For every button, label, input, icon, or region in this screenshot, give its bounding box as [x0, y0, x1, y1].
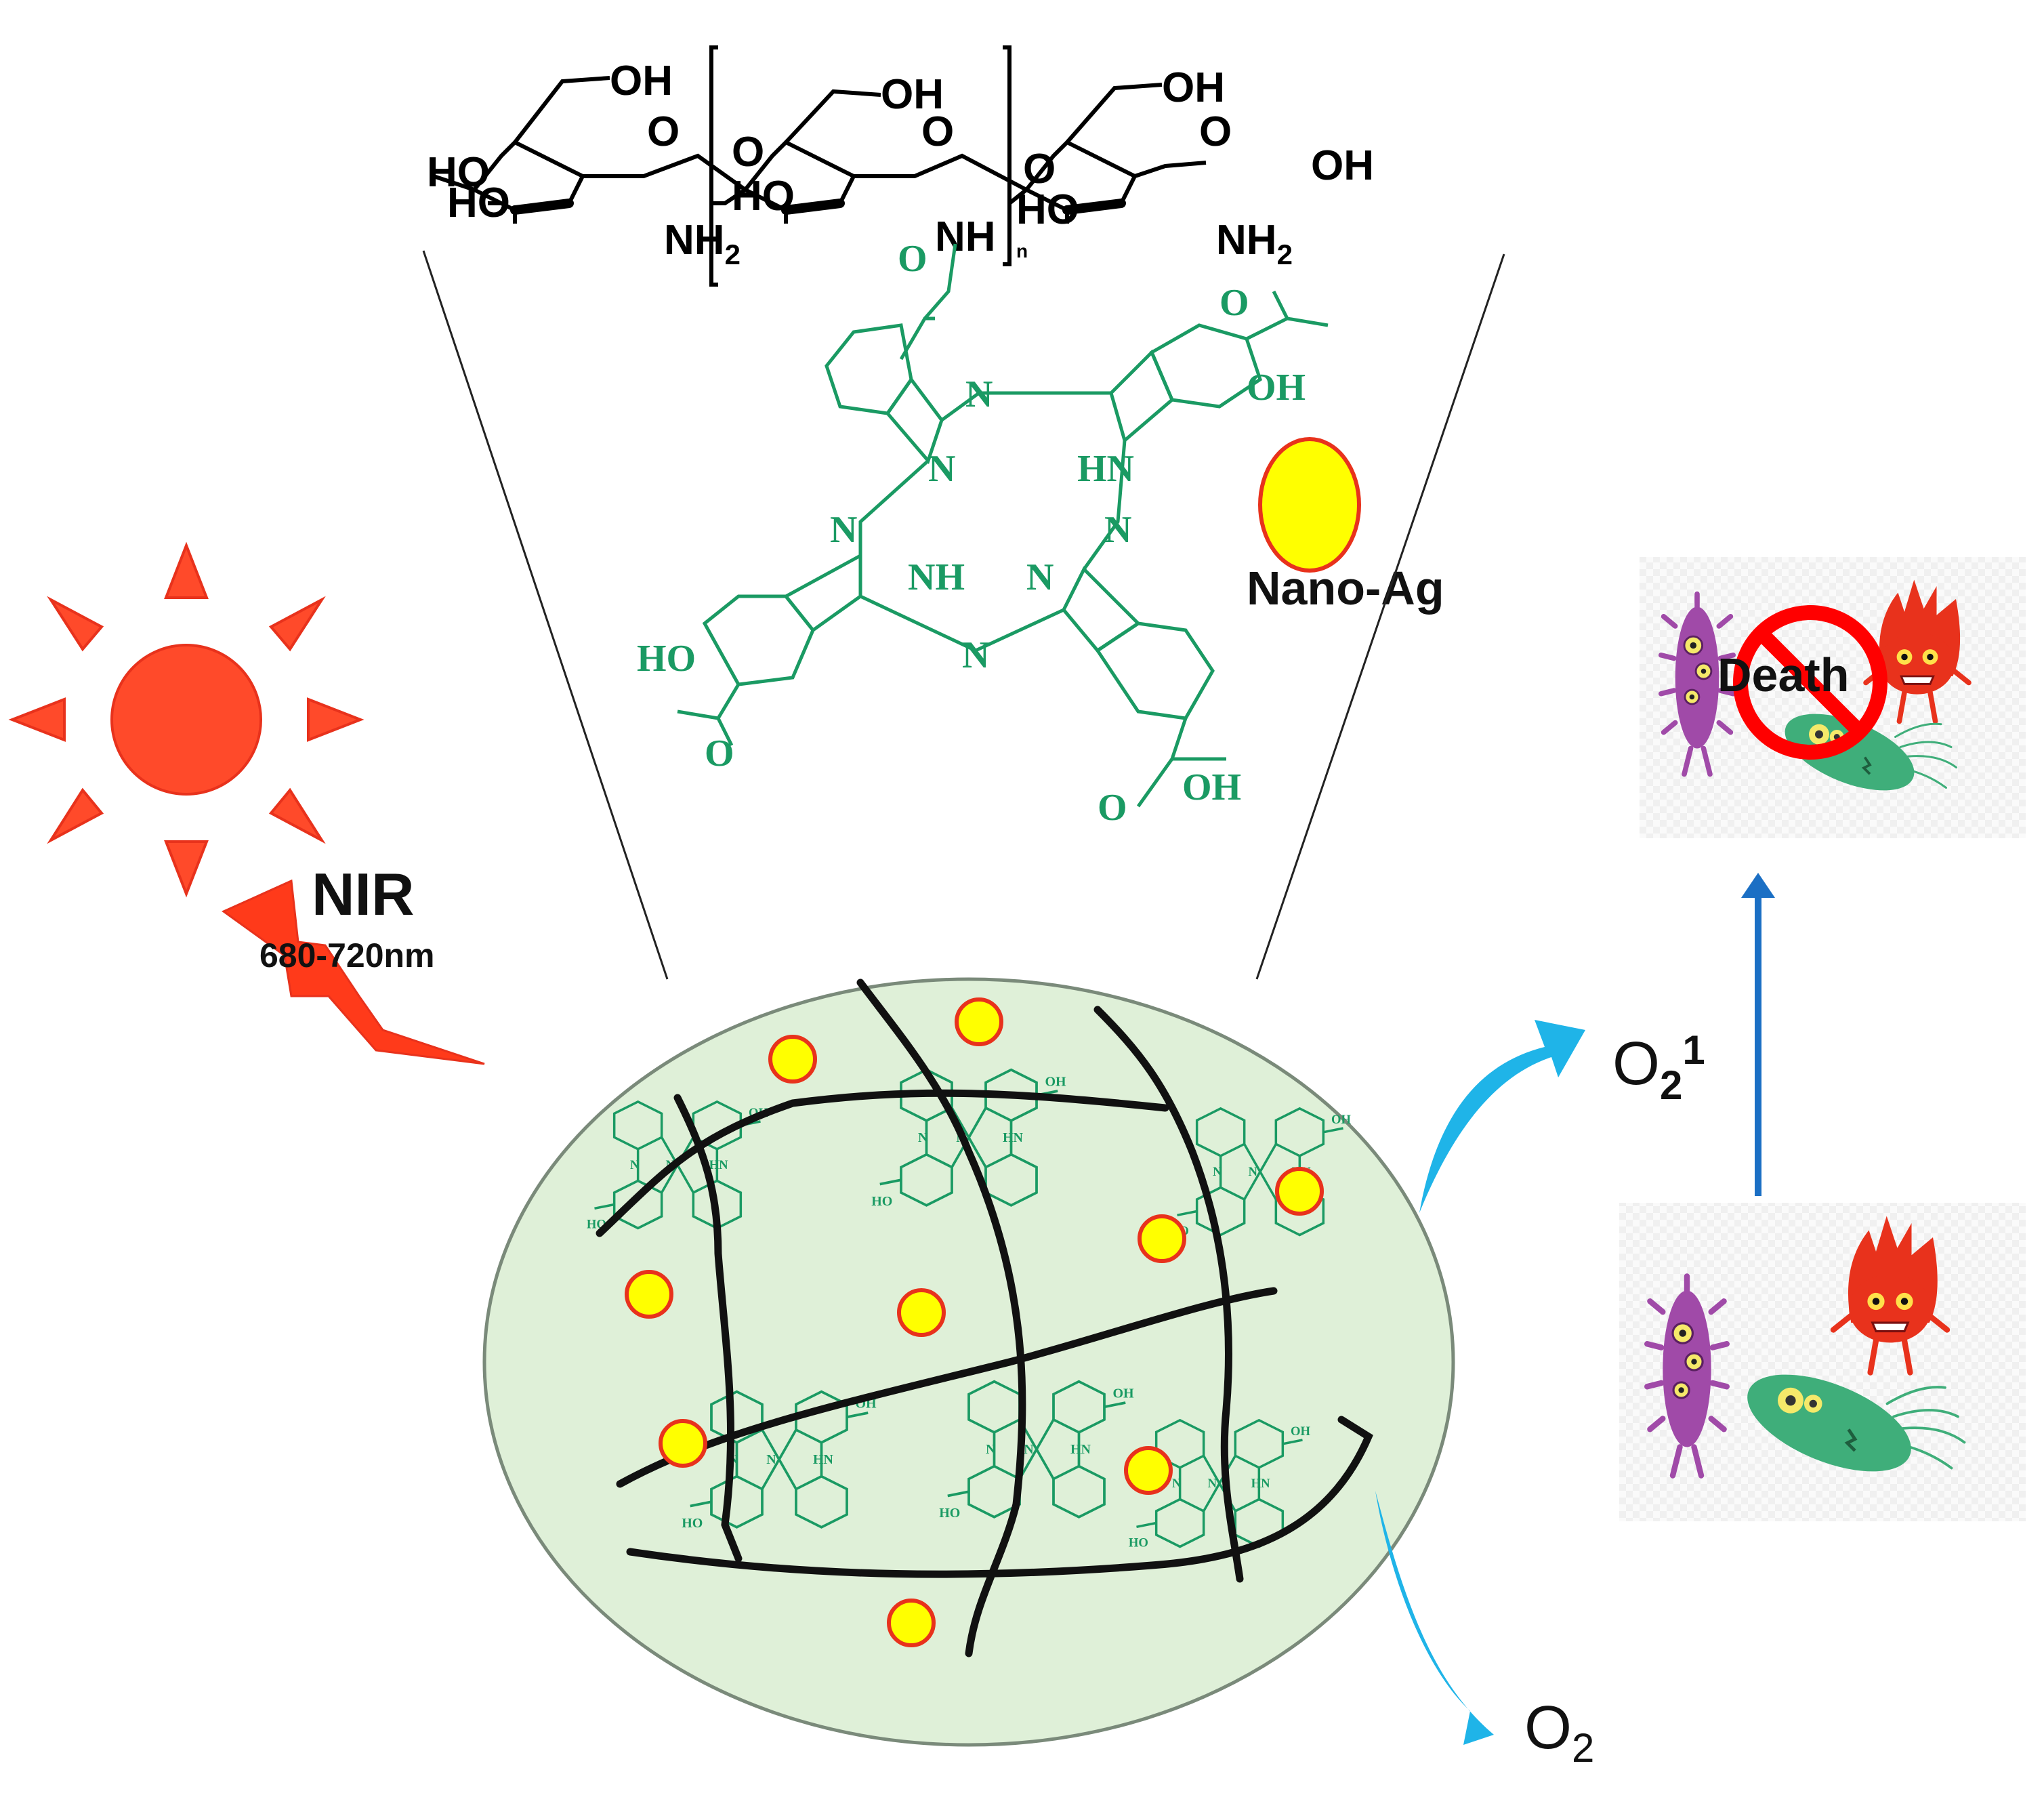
pc-hn-right: HN [1077, 448, 1134, 490]
pc-n-left-pyrrole: N [928, 448, 955, 490]
chitosan-fibers [596, 978, 1373, 1657]
ho-2: HO [447, 180, 510, 226]
pc-cooh-tr-oh: OH [1247, 367, 1306, 409]
lightning-icon [222, 879, 485, 1065]
pc-n-bridge-left: N [830, 509, 857, 551]
pc-cooh-bl-ho: HO [637, 638, 696, 680]
link-o-1: O [732, 129, 764, 176]
pc-n-bridge-top: N [965, 373, 993, 415]
nh2-2: NH2 [1216, 217, 1293, 270]
dead-bacteria-panel: Death [1640, 557, 2026, 838]
nanoparticle-8 [1124, 1446, 1173, 1495]
ho-1: HO [427, 149, 490, 196]
wavelength-label: 680-720nm [259, 936, 435, 974]
nanoparticle-7 [659, 1419, 707, 1468]
oh-top-1: OH [610, 58, 673, 104]
nanoparticle-3 [1275, 1167, 1324, 1216]
nir-label: NIR [312, 861, 415, 928]
prohibition-icon [1733, 605, 1887, 760]
phthalocyanine-structure: O N N HN N N NH N N O OH HO O O OH [637, 238, 1329, 829]
nanoparticle-2 [955, 997, 1003, 1046]
live-bacteria-panel [1619, 1203, 2026, 1521]
sun-icon [8, 541, 364, 898]
zoom-lines [422, 250, 1505, 980]
pc-cooh-br-o: O [1098, 787, 1127, 829]
ring-o-2: O [921, 108, 954, 155]
oh-top-2: OH [881, 71, 944, 118]
ho-3: HO [732, 173, 795, 220]
oh-end: OH [1311, 142, 1374, 189]
oh-top-3: OH [1162, 64, 1225, 111]
nanoparticle-5 [625, 1270, 673, 1319]
nanoparticle-1 [768, 1035, 817, 1084]
pc-nh-lower-left: NH [908, 556, 965, 598]
singlet-oxygen-label: O21 [1612, 1027, 1705, 1108]
ring-o-3: O [1199, 108, 1232, 155]
hydrogel-particle [482, 977, 1455, 1747]
chitosan-backbone: OH OH OH HO HO HO HO O O O O O OH NH2 NH… [427, 45, 1374, 287]
nano-ag-particle-icon [1258, 437, 1361, 573]
nh-amide: NH [935, 213, 996, 260]
nanoparticle-9 [887, 1599, 936, 1647]
pc-n-bridge-right: N [1104, 509, 1131, 551]
nh2-1: NH2 [664, 217, 741, 270]
gel-nanoparticles [625, 997, 1324, 1647]
ho-4: HO [1016, 186, 1079, 233]
nanoparticle-6 [897, 1288, 946, 1337]
nano-ag-legend: Nano-Ag [1247, 437, 1444, 615]
pc-n-bridge-bottom: N [962, 634, 989, 676]
pc-cooh-bl-o: O [705, 733, 734, 775]
singlet-oxygen-arrow [1419, 1020, 1585, 1213]
oxygen-label: O2 [1524, 1694, 1594, 1771]
repeat-n: n [1016, 241, 1028, 262]
kill-arrow [1741, 873, 1775, 1196]
pc-n-lower-right: N [1026, 556, 1054, 598]
pc-carbonyl-o: O [898, 238, 927, 280]
pc-cooh-tr-o: O [1219, 282, 1249, 324]
nanoparticle-4 [1138, 1214, 1186, 1263]
death-label: Death [1717, 648, 1849, 701]
pc-cooh-br-oh: OH [1182, 766, 1241, 808]
nano-ag-label: Nano-Ag [1247, 562, 1444, 615]
ring-o-1: O [647, 108, 680, 155]
link-o-2: O [1023, 146, 1056, 192]
